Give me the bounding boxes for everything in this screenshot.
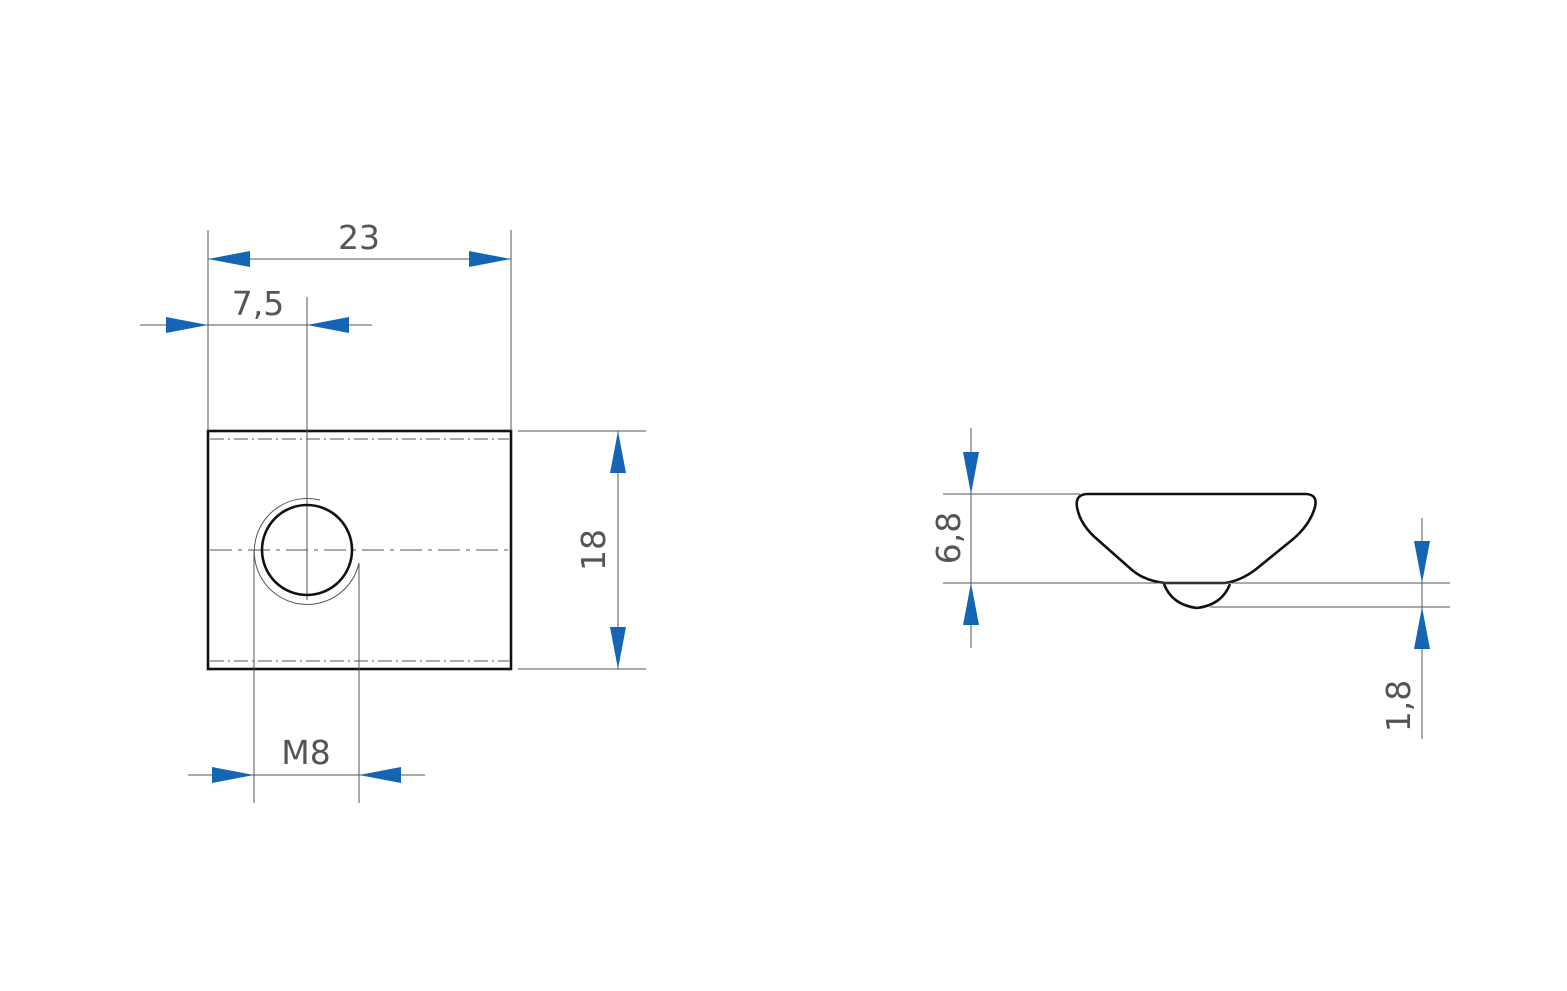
dimension-dome: 1,8 <box>1210 518 1450 739</box>
thread-label: M8 <box>281 733 330 772</box>
hole-offset-label: 7,5 <box>232 284 284 323</box>
dome-label: 1,8 <box>1379 680 1418 732</box>
dimension-width: 23 <box>207 218 512 431</box>
side-body-outline <box>1075 492 1317 585</box>
threaded-hole-circle <box>260 503 354 597</box>
hole-offset-arrow-right <box>307 317 349 333</box>
side-height-arrow-bottom <box>963 583 979 625</box>
dimension-height: 18 <box>518 430 646 670</box>
dimension-side-height: 6,8 <box>929 428 1450 648</box>
hole-offset-arrow-left <box>166 317 208 333</box>
side-view <box>1075 492 1317 610</box>
side-height-label: 6,8 <box>929 512 968 564</box>
dimension-hole-offset: 7,5 <box>140 284 372 333</box>
height-arrow-top <box>610 431 626 473</box>
height-label: 18 <box>574 529 613 571</box>
dome-arrow-top <box>1414 541 1430 583</box>
dimension-thread: M8 <box>188 550 425 803</box>
width-label: 23 <box>338 218 380 257</box>
thread-arrow-left <box>212 767 254 783</box>
side-dome-outline <box>1162 583 1232 610</box>
height-arrow-bottom <box>610 627 626 669</box>
width-arrow-right <box>469 251 511 267</box>
width-arrow-left <box>208 251 250 267</box>
thread-arrow-right <box>359 767 401 783</box>
thread-arc <box>253 497 360 605</box>
dome-arrow-bottom <box>1414 607 1430 649</box>
side-height-arrow-top <box>963 452 979 494</box>
